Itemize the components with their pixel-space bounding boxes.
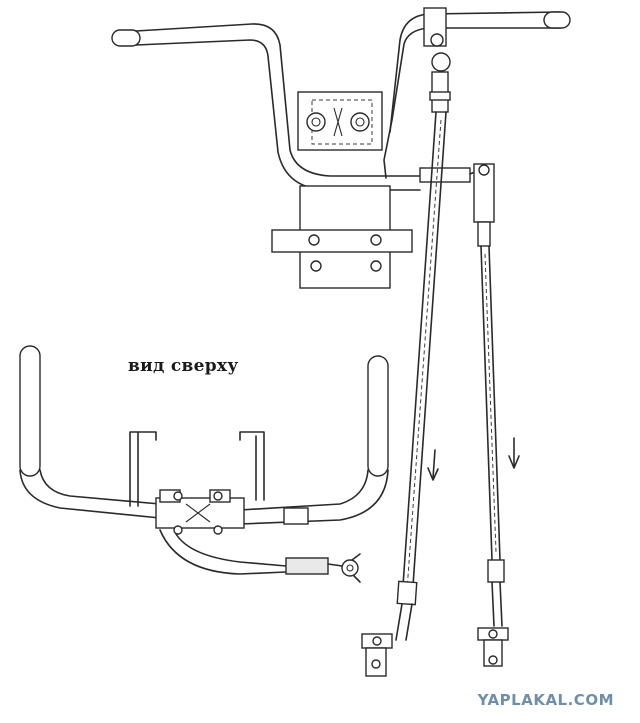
cross-bar	[271, 229, 413, 253]
top-view-lever-arm-1	[175, 533, 287, 567]
rod1-lower-sleeve	[396, 580, 418, 606]
rod1-direction-arrow	[432, 449, 436, 479]
bolt	[213, 491, 223, 501]
pivot-bolt	[430, 33, 444, 47]
rod1-edge-left	[401, 111, 437, 601]
bolt	[308, 234, 320, 246]
rod1-edge-right	[411, 111, 447, 601]
left-grip	[111, 29, 141, 47]
bolt	[310, 260, 322, 272]
rod2-centerline	[484, 253, 497, 553]
central-clamp	[155, 497, 245, 529]
rod2-edge-right	[488, 245, 501, 561]
view-caption: вид сверху	[128, 356, 239, 376]
top-view-sleeve	[283, 507, 309, 525]
bolt	[370, 234, 382, 246]
handlebar-right-tube-upper	[389, 11, 561, 133]
handlebar-top-view	[19, 345, 389, 583]
top-view-left-grip	[19, 345, 41, 477]
rod1-centerline	[406, 119, 442, 591]
top-view-right-tube-inner	[239, 469, 369, 511]
left-bracket	[129, 431, 157, 507]
handlebar-left-tube-upper	[135, 23, 421, 177]
clamp-cross-mark	[333, 107, 343, 137]
top-view-lever-arm-2	[159, 529, 287, 575]
bolt	[213, 525, 223, 535]
watermark: YAPLAKAL.COM	[477, 691, 614, 709]
rod2-lower-sleeve	[487, 559, 505, 583]
link-sleeve	[419, 167, 471, 183]
pivot-bolt	[478, 164, 490, 176]
control-rod-1	[361, 7, 451, 677]
top-view-left-tube-outer	[19, 469, 161, 519]
right-grip	[543, 11, 571, 29]
handlebar-right-tube-lower	[383, 27, 561, 179]
top-view-rod-eye	[341, 559, 359, 577]
right-bracket	[239, 431, 265, 501]
control-rod-2	[473, 163, 520, 667]
bolt-head	[306, 112, 326, 132]
pivot-bushing	[431, 52, 451, 72]
top-view-rod-sleeve	[285, 557, 329, 575]
bolt	[173, 491, 183, 501]
rod2-edge-left	[480, 245, 493, 561]
rod2-upper-sleeve	[477, 221, 491, 247]
top-view-right-grip	[367, 355, 389, 477]
bolt	[173, 525, 183, 535]
bolt-head	[350, 112, 370, 132]
top-view-left-tube-inner	[39, 469, 161, 505]
handlebar-front-view	[111, 11, 571, 289]
bolt	[370, 260, 382, 272]
top-view-right-tube-outer	[239, 469, 389, 525]
